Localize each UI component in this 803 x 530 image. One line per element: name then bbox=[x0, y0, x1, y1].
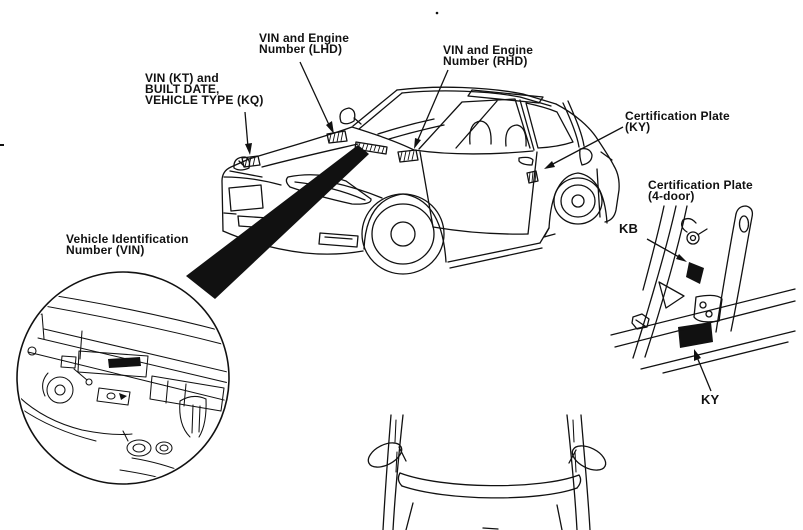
leader-arrow-rhd bbox=[414, 69, 449, 149]
callout-line: BUILT DATE, bbox=[145, 82, 220, 96]
print-speck bbox=[435, 11, 439, 15]
callout-line: (KY) bbox=[625, 120, 651, 134]
callout-line: Certification Plate bbox=[648, 178, 753, 192]
callout-line: (4-door) bbox=[648, 189, 695, 203]
callout-line: VIN and Engine bbox=[443, 43, 534, 57]
main-car-illustration bbox=[221, 86, 620, 275]
callout-line: Number (RHD) bbox=[443, 54, 528, 68]
leader-arrow-lhd bbox=[299, 61, 334, 134]
magnifier-wedge bbox=[186, 145, 369, 299]
callout-line: VIN (KT) and bbox=[145, 71, 219, 85]
door-jamb-detail bbox=[610, 205, 796, 374]
callout-vehicle-identification-number: Vehicle Identification Number (VIN) bbox=[66, 232, 189, 257]
callout-line: Certification Plate bbox=[625, 109, 730, 123]
callout-line: KY bbox=[701, 392, 720, 407]
print-speck bbox=[0, 144, 4, 146]
callout-vin-engine-lhd: VIN and Engine Number (LHD) bbox=[259, 31, 350, 56]
kt-kq-plate-mark bbox=[241, 155, 261, 168]
callout-line: KB bbox=[619, 221, 639, 236]
front-view-car bbox=[367, 414, 607, 530]
cert-plate-mark bbox=[526, 170, 539, 184]
leader-arrow-kb bbox=[646, 238, 687, 262]
callout-line: Number (VIN) bbox=[66, 243, 145, 257]
callout-line: VEHICLE TYPE (KQ) bbox=[145, 93, 264, 107]
leader-arrow-kt-kq bbox=[244, 111, 252, 155]
callout-line: Vehicle Identification bbox=[66, 232, 189, 246]
callout-vin-engine-rhd: VIN and Engine Number (RHD) bbox=[443, 43, 534, 68]
rhd-plate-mark bbox=[397, 149, 419, 163]
kb-plate bbox=[686, 262, 704, 284]
callout-certification-plate-4door: Certification Plate (4-door) bbox=[648, 178, 753, 203]
callout-line: VIN and Engine bbox=[259, 31, 350, 45]
lhd-plate-mark bbox=[326, 130, 348, 144]
leader-arrow-cert-ky bbox=[544, 126, 624, 169]
vin-stamp-bar bbox=[108, 357, 141, 368]
leader-arrow-ky bbox=[694, 349, 712, 392]
engine-bay-magnified-view bbox=[16, 271, 230, 485]
callout-ky-code: KY bbox=[701, 392, 720, 407]
callout-vin-kt-built-date: VIN (KT) and BUILT DATE, VEHICLE TYPE (K… bbox=[145, 71, 264, 107]
callout-certification-plate-ky: Certification Plate (KY) bbox=[625, 109, 730, 134]
callout-kb-code: KB bbox=[619, 221, 639, 236]
callout-line: Number (LHD) bbox=[259, 42, 343, 56]
